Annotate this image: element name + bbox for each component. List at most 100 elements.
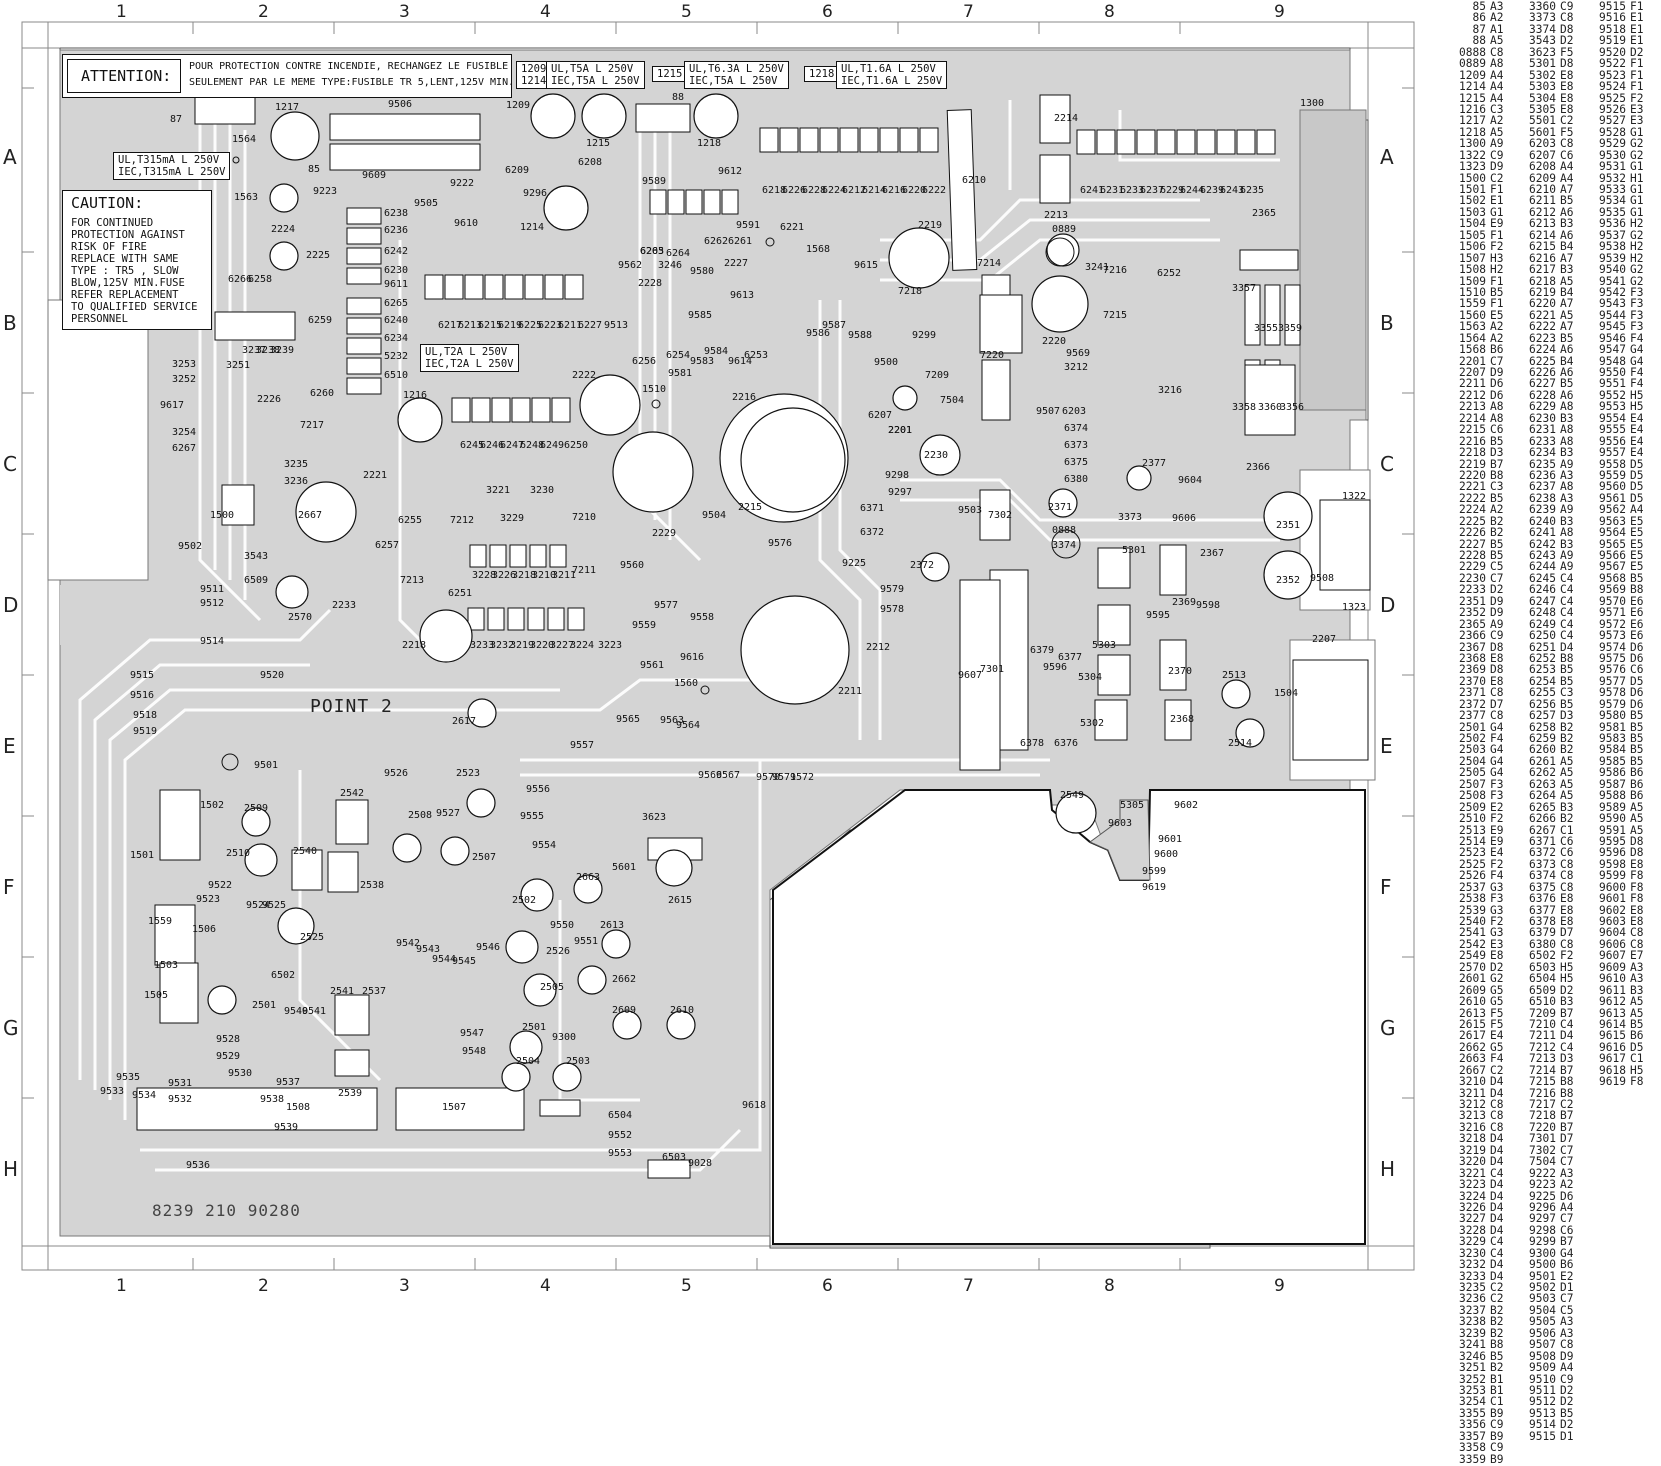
position-table-cell: A5	[1630, 812, 1644, 826]
component-label-2212: 2212	[866, 642, 891, 653]
position-table-cell: E5	[1630, 514, 1644, 528]
position-table-cell: 3216	[1459, 1120, 1486, 1134]
component-label-9548: 9548	[462, 1046, 487, 1057]
position-table-cell: B6	[1490, 343, 1504, 357]
position-table-cell: D1	[1560, 1281, 1574, 1294]
position-table-cell: 2366	[1459, 629, 1486, 643]
position-table-cell: D2	[1560, 1395, 1574, 1409]
component-label-3221: 3221	[486, 485, 511, 496]
position-table-cell: D9	[1490, 594, 1504, 608]
position-table-cell: 5301	[1529, 57, 1556, 71]
component-label-7212: 7212	[450, 515, 475, 526]
position-table-cell: B3	[1560, 537, 1574, 551]
position-table-cell: 3252	[1459, 1372, 1486, 1386]
component-label-9525: 9525	[262, 900, 287, 911]
position-table-cell: G3	[1490, 880, 1504, 894]
component-label-3212: 3212	[1064, 362, 1089, 373]
component-label-1563: 1563	[234, 192, 259, 203]
position-table-cell: G2	[1630, 263, 1644, 277]
position-table-cell: 6503	[1529, 960, 1556, 974]
component-label-9580: 9580	[690, 266, 715, 277]
position-table-cell: 9568	[1599, 571, 1626, 585]
position-table-cell: 1507	[1459, 251, 1486, 265]
component-label-3237: 3237	[242, 345, 267, 356]
position-table-cell: D4	[1490, 1178, 1504, 1192]
grid-row-f-left: F	[3, 875, 15, 899]
position-table-cell: E6	[1630, 594, 1644, 608]
position-table-cell: 2367	[1459, 640, 1486, 654]
position-table-cell: E5	[1630, 526, 1644, 540]
component-label-6233: 6233	[1120, 185, 1145, 196]
position-table-cell: 6242	[1529, 537, 1556, 551]
component-label-5302: 5302	[1080, 718, 1105, 729]
position-table-cell: 2370	[1459, 674, 1486, 688]
component-label-6244: 6244	[1180, 185, 1205, 196]
component-label-2609: 2609	[612, 1005, 637, 1016]
component-label-6241: 6241	[1080, 185, 1105, 196]
position-table-cell: 9613	[1599, 1006, 1626, 1020]
position-table-cell: 6266	[1529, 812, 1556, 826]
component-label-6267: 6267	[172, 443, 197, 454]
component-label-87: 87	[170, 114, 183, 125]
component-label-6245: 6245	[460, 440, 485, 451]
position-table-cell: 88	[1472, 34, 1486, 48]
position-table-cell: 3224	[1459, 1189, 1486, 1203]
component-label-9527: 9527	[436, 808, 461, 819]
position-table-cell: 7209	[1529, 1006, 1556, 1020]
position-table-cell: 9591	[1599, 823, 1626, 837]
position-table-cell: 2601	[1459, 972, 1486, 986]
component-label-9531: 9531	[168, 1078, 193, 1089]
position-table-cell: 6371	[1529, 834, 1556, 848]
position-table-cell: B7	[1560, 1063, 1574, 1077]
component-label-2514: 2514	[1228, 738, 1253, 749]
component-label-9557: 9557	[570, 740, 595, 751]
position-table-cell: E4	[1630, 446, 1644, 460]
position-table-cell: B5	[1490, 549, 1504, 562]
grid-col-4-top: 4	[540, 2, 551, 22]
position-table-cell: 2508	[1459, 789, 1486, 803]
position-table-cell: 2509	[1459, 800, 1486, 814]
position-table-cell: 6234	[1529, 446, 1556, 460]
position-table-cell: 7301	[1529, 1132, 1556, 1146]
position-table-cell: C7	[1560, 1155, 1574, 1169]
position-table-cell: A2	[1490, 320, 1504, 334]
component-label-6223: 6223	[538, 320, 563, 331]
position-table-cell: 6257	[1529, 709, 1556, 723]
position-table-cell: 9598	[1599, 857, 1626, 871]
position-table-cell: 9583	[1599, 732, 1626, 745]
component-label-7301: 7301	[980, 664, 1005, 675]
position-table-cell: 6207	[1529, 148, 1556, 162]
position-table-cell: C8	[1490, 45, 1504, 59]
component-label-6208: 6208	[578, 157, 603, 168]
grid-row-d-left: D	[3, 593, 19, 617]
component-label-2613: 2613	[600, 920, 625, 931]
position-table-cell: C8	[1630, 937, 1644, 951]
position-table-cell: 6209	[1529, 171, 1556, 185]
position-table-cell: E1	[1630, 11, 1644, 25]
component-label-6248: 6248	[520, 440, 545, 451]
component-label-2228: 2228	[638, 278, 663, 289]
component-label-6236: 6236	[384, 225, 409, 236]
position-table-cell: 9561	[1599, 491, 1626, 505]
fuse-rating-1215: UL,T6.3A L 250V IEC,T5A L 250V	[684, 61, 789, 89]
component-label-6230: 6230	[384, 265, 409, 276]
component-label-3373: 3373	[1118, 512, 1143, 523]
position-table-cell: C4	[1560, 583, 1574, 597]
component-label-9530: 9530	[228, 1068, 253, 1079]
position-table-cell: B4	[1560, 285, 1574, 299]
